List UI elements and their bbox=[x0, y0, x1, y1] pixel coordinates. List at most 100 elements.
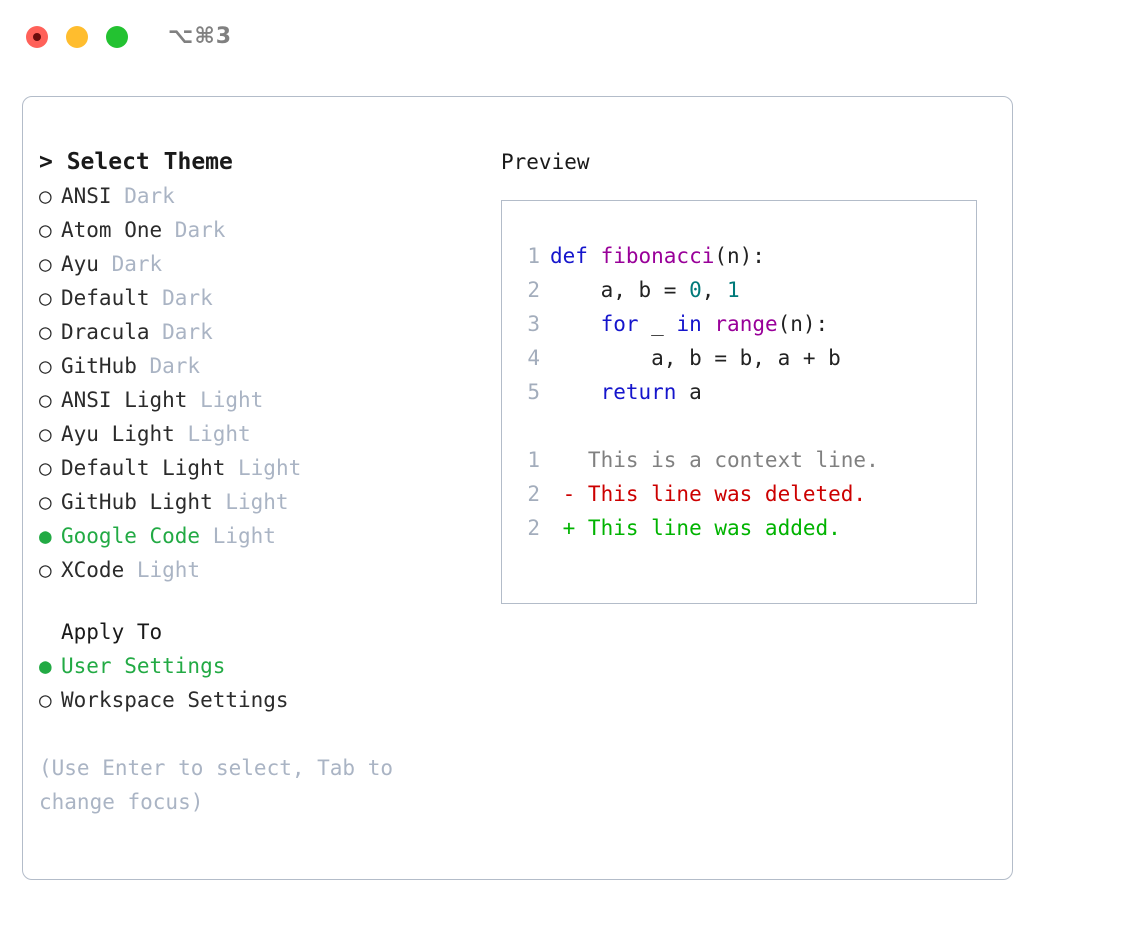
theme-option-xcode[interactable]: ○XCode Light bbox=[39, 553, 499, 587]
radio-unselected-icon: ○ bbox=[39, 456, 52, 480]
radio-unselected-icon: ○ bbox=[39, 490, 52, 514]
radio-unselected-icon: ○ bbox=[39, 688, 52, 712]
theme-option-tag: Light bbox=[174, 422, 251, 446]
code-token-num: 0 bbox=[689, 278, 702, 302]
theme-option-tag: Dark bbox=[136, 354, 201, 378]
title-bar: ⌥⌘3 bbox=[0, 0, 1140, 78]
theme-option-label: ANSI Light bbox=[61, 388, 188, 412]
code-line: 1 def fibonacci(n): bbox=[512, 239, 976, 273]
minimize-button[interactable] bbox=[66, 26, 88, 48]
theme-option-github-light[interactable]: ○ GitHub Light Light bbox=[39, 485, 499, 519]
theme-option-ansi[interactable]: ○ ANSI Dark bbox=[39, 179, 499, 213]
theme-option-tag: Dark bbox=[149, 320, 213, 344]
theme-option-google-code[interactable]: ● Google Code Light bbox=[39, 519, 499, 553]
apply-to-option-user-settings[interactable]: ● User Settings bbox=[39, 649, 499, 683]
theme-option-label: ANSI bbox=[61, 184, 112, 208]
code-token-fn: fibonacci bbox=[600, 244, 715, 268]
diff-line-deleted: 2 - This line was deleted. bbox=[512, 477, 976, 511]
code-token-pl: a, b = b, a + b bbox=[550, 346, 841, 370]
theme-option-ayu-light[interactable]: ○Ayu Light Light bbox=[39, 417, 499, 451]
radio-unselected-icon: ○ bbox=[39, 354, 52, 378]
code-token-pl: (n): bbox=[777, 312, 829, 336]
apply-to-option-label: User Settings bbox=[61, 654, 226, 678]
theme-option-tag: Light bbox=[187, 388, 264, 412]
line-number: 2 bbox=[527, 516, 540, 540]
theme-option-default-light[interactable]: ○Default Light Light bbox=[39, 451, 499, 485]
main-panel: > Select Theme ○ANSI Dark○Atom One Dark○… bbox=[22, 96, 1013, 880]
theme-option-tag: Dark bbox=[111, 184, 175, 208]
theme-option-tag: Light bbox=[124, 558, 201, 582]
line-number: 3 bbox=[527, 312, 540, 336]
diff-line-text: This is a context line. bbox=[550, 448, 879, 472]
line-number: 2 bbox=[527, 482, 540, 506]
radio-unselected-icon: ○ bbox=[39, 558, 52, 582]
line-number: 1 bbox=[527, 448, 540, 472]
radio-unselected-icon: ○ bbox=[39, 184, 52, 208]
diff-sample: 1 This is a context line.2 - This line w… bbox=[512, 443, 976, 545]
theme-option-label: GitHub Light bbox=[61, 490, 213, 514]
apply-to-option-label: Workspace Settings bbox=[61, 688, 289, 712]
code-diff-separator bbox=[512, 409, 976, 443]
radio-unselected-icon: ○ bbox=[39, 286, 52, 310]
theme-option-dracula[interactable]: ○ Dracula Dark bbox=[39, 315, 499, 349]
theme-option-label: Google Code bbox=[61, 524, 201, 548]
maximize-button[interactable] bbox=[106, 26, 128, 48]
radio-unselected-icon: ○ bbox=[39, 320, 52, 344]
code-line: 2 a, b = 0, 1 bbox=[512, 273, 976, 307]
theme-option-default[interactable]: ○ Default Dark bbox=[39, 281, 499, 315]
diff-line-added: 2 + This line was added. bbox=[512, 511, 976, 545]
radio-selected-icon: ● bbox=[39, 654, 52, 678]
code-token-pl: , bbox=[701, 278, 728, 302]
diff-line-context: 1 This is a context line. bbox=[512, 443, 976, 477]
close-button[interactable] bbox=[26, 26, 48, 48]
theme-option-label: Default bbox=[61, 286, 150, 310]
page-title: > Select Theme bbox=[39, 149, 233, 175]
radio-unselected-icon: ○ bbox=[39, 252, 52, 276]
apply-to-heading: Apply To bbox=[61, 620, 163, 644]
theme-option-label: GitHub bbox=[61, 354, 137, 378]
keyboard-hint-text: (Use Enter to select, Tab to change focu… bbox=[39, 756, 406, 814]
radio-unselected-icon: ○ bbox=[39, 422, 52, 446]
code-token-kw: for bbox=[600, 312, 639, 336]
radio-selected-icon: ● bbox=[39, 524, 52, 548]
theme-option-tag: Light bbox=[200, 524, 276, 548]
code-token-pl: (n): bbox=[714, 244, 765, 268]
code-token-pl bbox=[702, 312, 715, 336]
radio-unselected-icon: ○ bbox=[39, 388, 52, 412]
line-number: 2 bbox=[527, 278, 540, 302]
theme-option-ayu[interactable]: ○Ayu Dark bbox=[39, 247, 499, 281]
theme-option-ansi-light[interactable]: ○ ANSI Light Light bbox=[39, 383, 499, 417]
radio-unselected-icon: ○ bbox=[39, 218, 52, 242]
theme-option-tag: Dark bbox=[162, 218, 226, 242]
code-token-pl: a, b = bbox=[550, 278, 690, 302]
theme-option-label: Default Light bbox=[61, 456, 226, 480]
theme-option-github[interactable]: ○ GitHub Dark bbox=[39, 349, 499, 383]
apply-to-option-workspace-settings[interactable]: ○ Workspace Settings bbox=[39, 683, 499, 717]
code-line: 5 return a bbox=[512, 375, 976, 409]
code-token-pl bbox=[550, 380, 601, 404]
theme-option-atom-one[interactable]: ○ Atom One Dark bbox=[39, 213, 499, 247]
diff-line-text: - This line was deleted. bbox=[550, 482, 867, 506]
theme-option-tag: Light bbox=[212, 490, 289, 514]
keyboard-shortcut-label: ⌥⌘3 bbox=[168, 24, 233, 49]
line-number: 1 bbox=[527, 244, 540, 268]
line-number: 5 bbox=[527, 380, 540, 404]
code-line: 4 a, b = b, a + b bbox=[512, 341, 976, 375]
preview-heading: Preview bbox=[501, 150, 590, 174]
apply-to-section: Apply To ● User Settings ○ Workspace Settin… bbox=[39, 615, 499, 717]
theme-list[interactable]: ○ANSI Dark○Atom One Dark○Ayu Dark○Defaul… bbox=[39, 179, 499, 587]
code-token-kw: in bbox=[676, 312, 702, 336]
code-token-kw: def bbox=[550, 244, 601, 268]
theme-option-tag: Dark bbox=[98, 252, 163, 276]
theme-option-label: Atom One bbox=[61, 218, 163, 242]
theme-option-label: Dracula bbox=[61, 320, 150, 344]
code-token-num: 1 bbox=[727, 278, 740, 302]
theme-option-tag: Dark bbox=[149, 286, 213, 310]
diff-line-text: + This line was added. bbox=[550, 516, 841, 540]
code-token-pl: a bbox=[676, 380, 702, 404]
apply-to-list[interactable]: ● User Settings ○ Workspace Settings bbox=[39, 649, 499, 717]
code-token-pl bbox=[550, 312, 601, 336]
